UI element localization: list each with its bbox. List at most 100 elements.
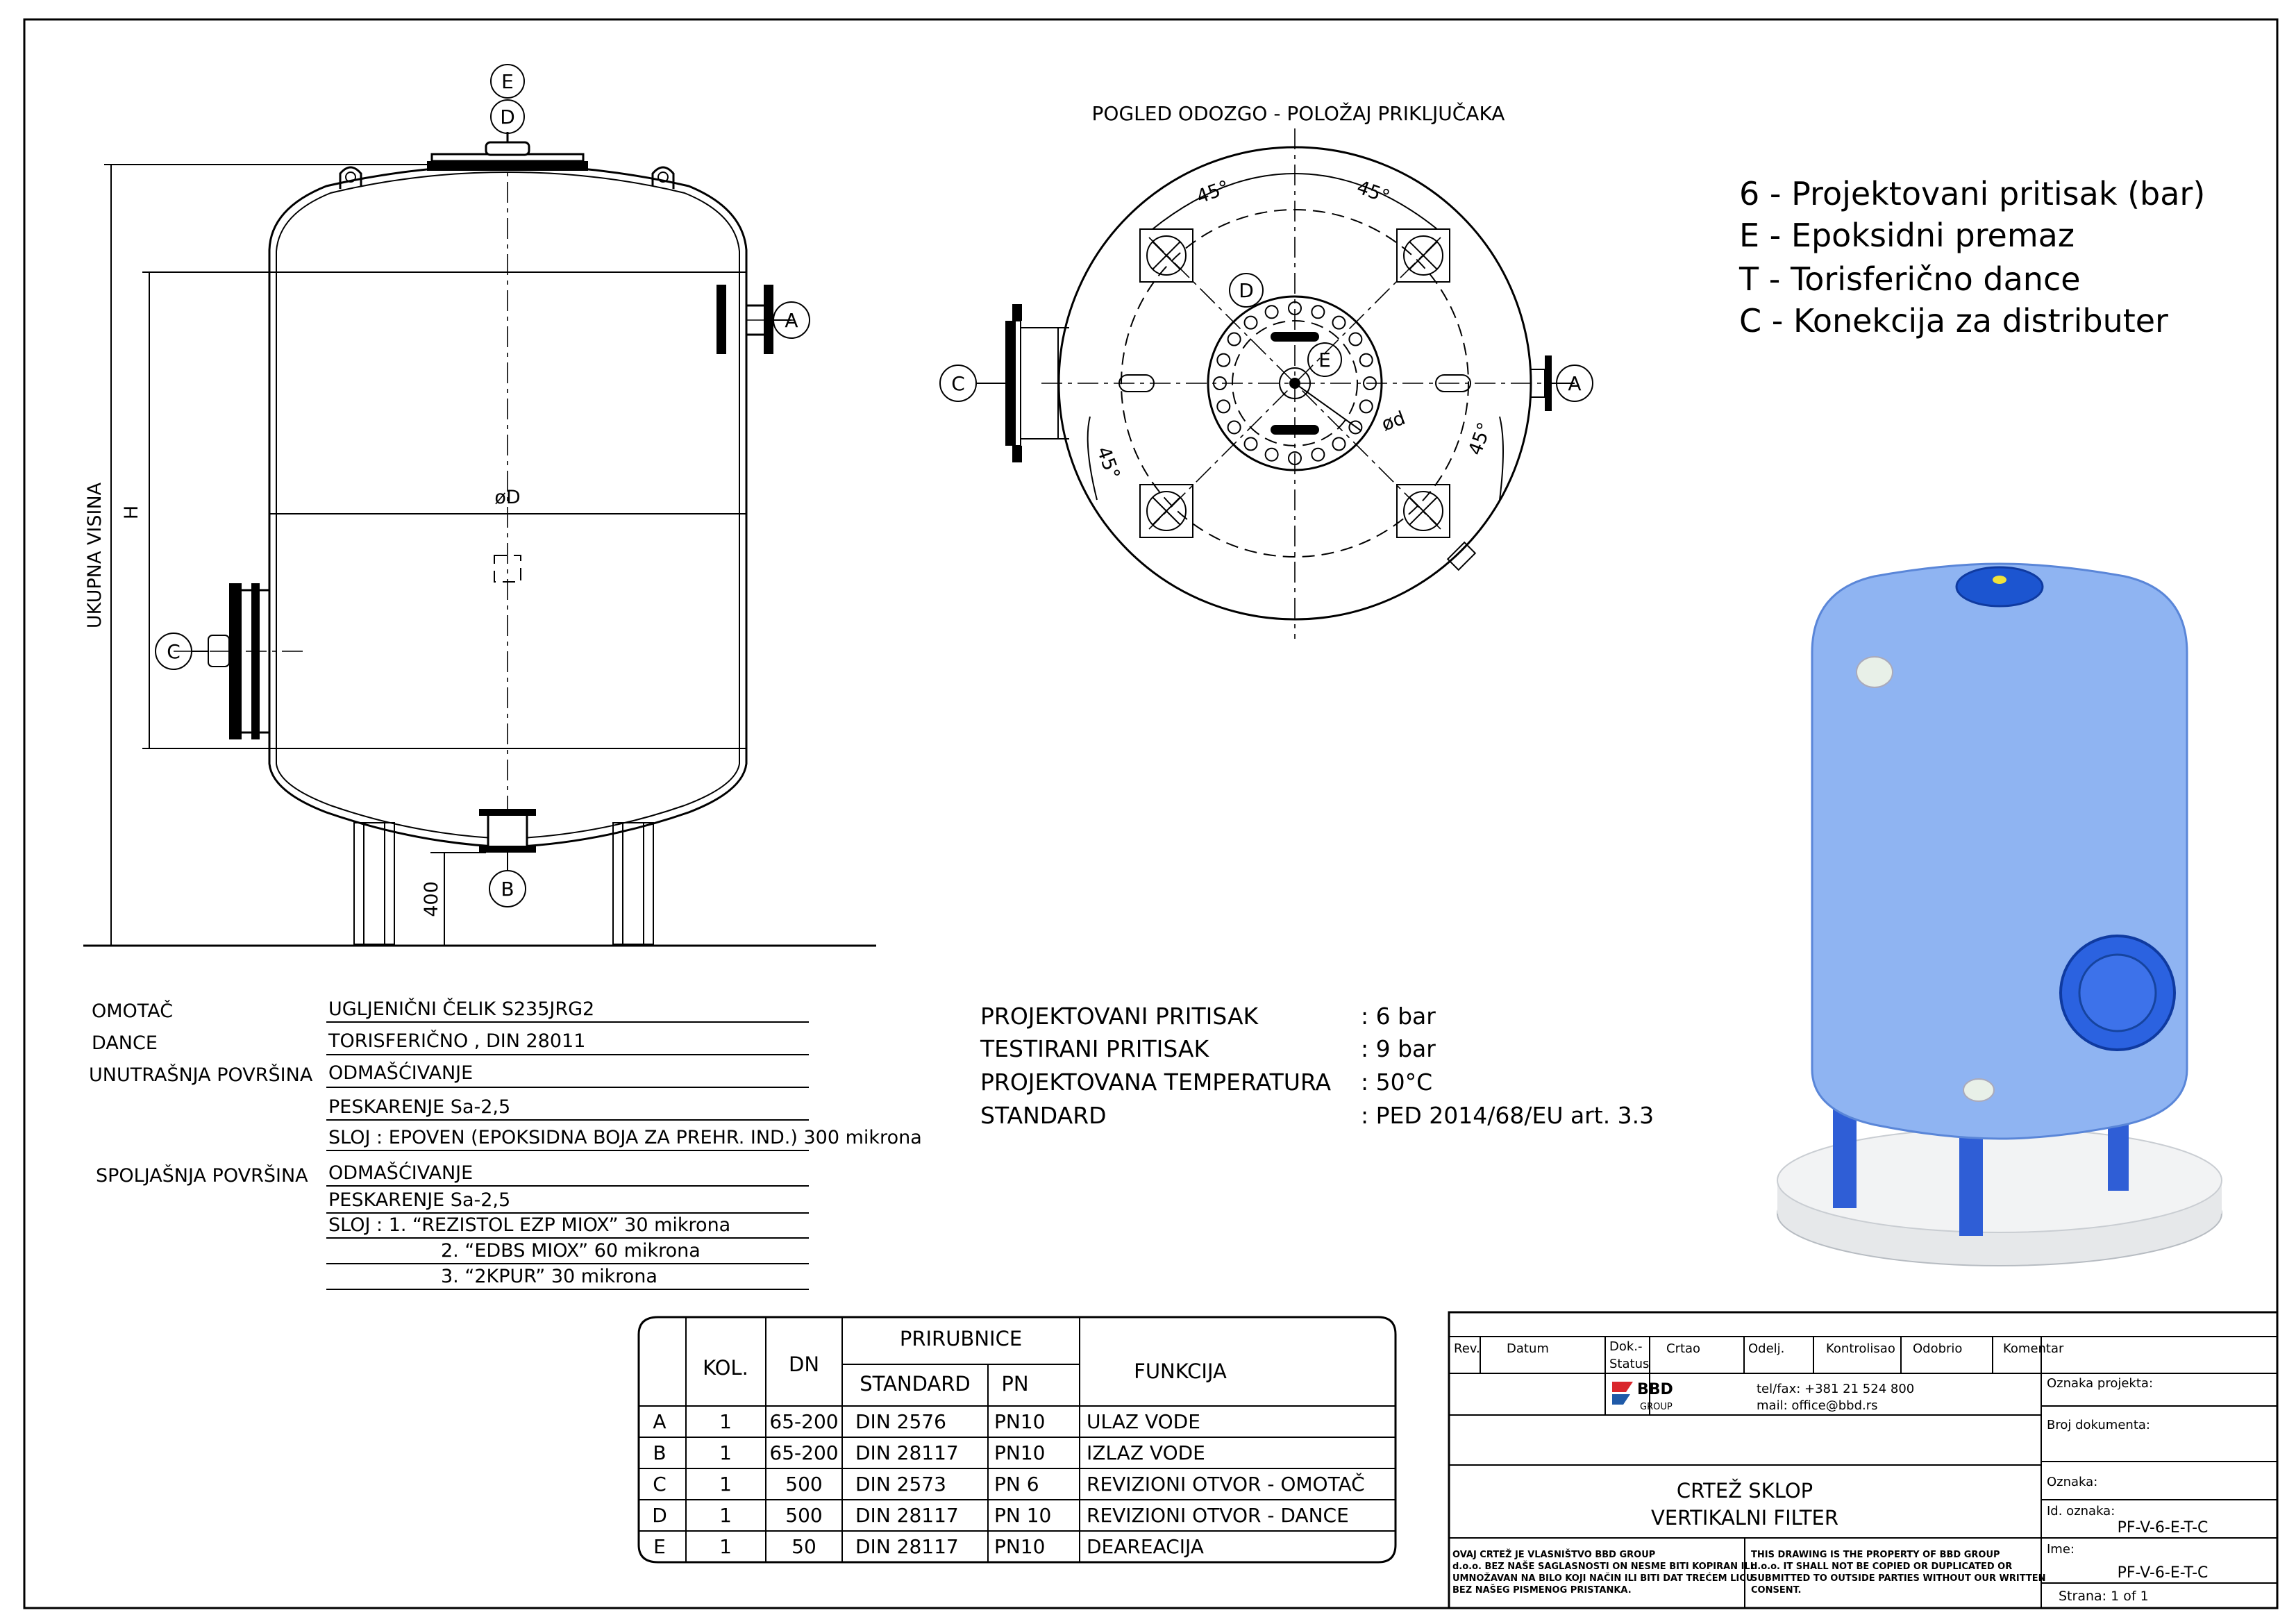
header-dn: DN <box>789 1353 819 1376</box>
legend: 6 - Projektovani pritisak (bar) E - Epok… <box>1738 175 2205 340</box>
bolt-hole <box>1216 399 1231 414</box>
svg-text:C: C <box>167 640 181 663</box>
bolt-hole <box>1311 305 1325 319</box>
table-cell-dn: 65-200 <box>769 1441 838 1464</box>
h-label: H <box>121 505 142 519</box>
spec-value: : 9 bar <box>1361 1035 1436 1062</box>
tb-page: Strana: 1 of 1 <box>2059 1589 2149 1604</box>
spec-label: STANDARD <box>980 1102 1107 1129</box>
table-cell-kol: 1 <box>719 1441 732 1464</box>
tb-header: Kontrolisao <box>1826 1341 1895 1356</box>
bbd-logo: BBD GROUP <box>1612 1381 1673 1412</box>
bolt-hole <box>1243 437 1258 451</box>
material-value: PESKARENJE Sa-2,5 <box>328 1189 510 1211</box>
notice-en: CONSENT. <box>1751 1585 1801 1596</box>
marker-C-top: C <box>939 365 1005 402</box>
materials-block: OMOTAČ UGLJENIČNI ČELIK S235JRG2 DANCE T… <box>89 998 922 1290</box>
tb-header: Datum <box>1507 1341 1549 1356</box>
angle-label-4: 45° <box>1464 419 1495 458</box>
material-label: OMOTAČ <box>92 1000 173 1022</box>
table-cell-funkcija: ULAZ VODE <box>1087 1410 1200 1433</box>
bolt-hole <box>1213 376 1227 390</box>
tb-header: Odobrio <box>1913 1341 1962 1356</box>
material-value: ODMAŠĆIVANJE <box>328 1062 473 1084</box>
sheet-frame <box>23 18 2279 1609</box>
bolt-hole <box>1348 332 1363 346</box>
notice-en: d.o.o. IT SHALL NOT BE COPIED OR DUPLICA… <box>1751 1562 2012 1572</box>
top-view-title: POGLED ODOZGO - POLOŽAJ PRIKLJUČAKA <box>1092 101 1505 125</box>
notice-sr: OVAJ CRTEŽ JE VLASNIŠTVO BBD GROUP <box>1452 1549 1655 1560</box>
header-standard: STANDARD <box>860 1372 971 1396</box>
spec-label: TESTIRANI PRITISAK <box>980 1035 1210 1062</box>
bolt-hole <box>1359 399 1373 414</box>
notice-sr: UMNOŽAVAN NA BILO KOJI NAČIN ILI BITI DA… <box>1452 1573 1753 1584</box>
svg-text:D: D <box>1239 279 1254 302</box>
table-cell-standard: DIN 28117 <box>855 1441 959 1464</box>
table-cell-pn: PN 6 <box>994 1473 1039 1496</box>
tb-name-label: Ime: <box>2047 1542 2075 1557</box>
svg-text:GROUP: GROUP <box>1640 1402 1673 1412</box>
tb-name-value: PF-V-6-E-T-C <box>2118 1564 2209 1582</box>
table-cell-pn: PN10 <box>994 1535 1045 1558</box>
material-label: DANCE <box>92 1032 158 1054</box>
specs-block: PROJEKTOVANI PRITISAK : 6 bar TESTIRANI … <box>980 1003 1654 1129</box>
table-cell-kol: 1 <box>719 1410 732 1433</box>
header-kol: KOL. <box>703 1356 748 1380</box>
svg-text:A: A <box>1568 372 1581 395</box>
bolt-hole <box>1363 376 1377 390</box>
tb-id-value: PF-V-6-E-T-C <box>2118 1519 2209 1537</box>
material-value: PESKARENJE Sa-2,5 <box>328 1096 510 1118</box>
table-cell-dn: 65-200 <box>769 1410 838 1433</box>
svg-text:B: B <box>501 878 514 901</box>
spec-value: : 50°C <box>1361 1069 1432 1096</box>
table-cell-kol: 1 <box>719 1473 732 1496</box>
tb-header: Rev. <box>1454 1341 1480 1356</box>
tb-project-label: Oznaka projekta: <box>2047 1376 2153 1391</box>
vessel-3d-render <box>1777 562 2222 1266</box>
marker-D-side: D <box>490 99 525 134</box>
material-value: SLOJ : EPOVEN (EPOKSIDNA BOJA ZA PREHR. … <box>328 1127 922 1148</box>
marker-B-side: B <box>489 853 526 907</box>
angle-label-3: 45° <box>1092 444 1123 483</box>
bolt-hole <box>1311 447 1325 462</box>
tb-header: Odelj. <box>1748 1341 1784 1356</box>
tb-title-2: VERTIKALNI FILTER <box>1651 1506 1838 1530</box>
spec-value: : PED 2014/68/EU art. 3.3 <box>1361 1102 1654 1129</box>
bolt-hole <box>1216 353 1231 367</box>
table-cell-dn: 500 <box>785 1473 822 1496</box>
svg-text:C: C <box>951 372 965 395</box>
header-funkcija: FUNKCIJA <box>1134 1359 1227 1383</box>
angle-label-1: 45° <box>1193 176 1232 208</box>
svg-text:E: E <box>1318 349 1331 371</box>
table-cell-standard: DIN 2576 <box>855 1410 946 1433</box>
notice-sr: d.o.o. BEZ NAŠE SAGLASNOSTI ON NESME BIT… <box>1452 1561 1754 1572</box>
legend-line: C - Konekcija za distributer <box>1739 302 2168 340</box>
table-cell-pn: PN 10 <box>994 1504 1051 1527</box>
table-cell-standard: DIN 28117 <box>855 1535 959 1558</box>
legend-line: E - Epoksidni premaz <box>1739 217 2075 254</box>
marker-E-side: E <box>490 64 525 99</box>
bolt-hole <box>1264 305 1279 319</box>
spec-value: : 6 bar <box>1361 1003 1436 1030</box>
side-view <box>83 132 876 947</box>
marker-C-side: C <box>155 633 208 670</box>
material-value: ODMAŠĆIVANJE <box>328 1162 473 1184</box>
marker-A-top: A <box>1552 365 1593 402</box>
table-cell-kol: 1 <box>719 1535 732 1558</box>
tb-header: Dok.- <box>1609 1339 1643 1354</box>
tb-title-1: CRTEŽ SKLOP <box>1677 1479 1813 1502</box>
material-value: SLOJ : 1. “REZISTOL EZP MIOX” 30 mikrona <box>328 1214 730 1236</box>
table-cell-funkcija: DEAREACIJA <box>1087 1535 1204 1558</box>
marker-D-top: D <box>1229 273 1264 308</box>
spec-label: PROJEKTOVANA TEMPERATURA <box>980 1069 1332 1096</box>
top-view <box>1005 128 1552 639</box>
material-value: 3. “2KPUR” 30 mikrona <box>441 1266 657 1287</box>
material-value: TORISFERIČNO , DIN 28011 <box>328 1030 585 1052</box>
tb-header: Komentar <box>2003 1341 2064 1356</box>
table-cell-funkcija: IZLAZ VODE <box>1087 1441 1205 1464</box>
spec-label: PROJEKTOVANI PRITISAK <box>980 1003 1259 1030</box>
notice-en: THIS DRAWING IS THE PROPERTY OF BBD GROU… <box>1751 1550 2000 1560</box>
tb-doc-label: Broj dokumenta: <box>2047 1418 2150 1432</box>
bolt-hole <box>1227 420 1241 435</box>
